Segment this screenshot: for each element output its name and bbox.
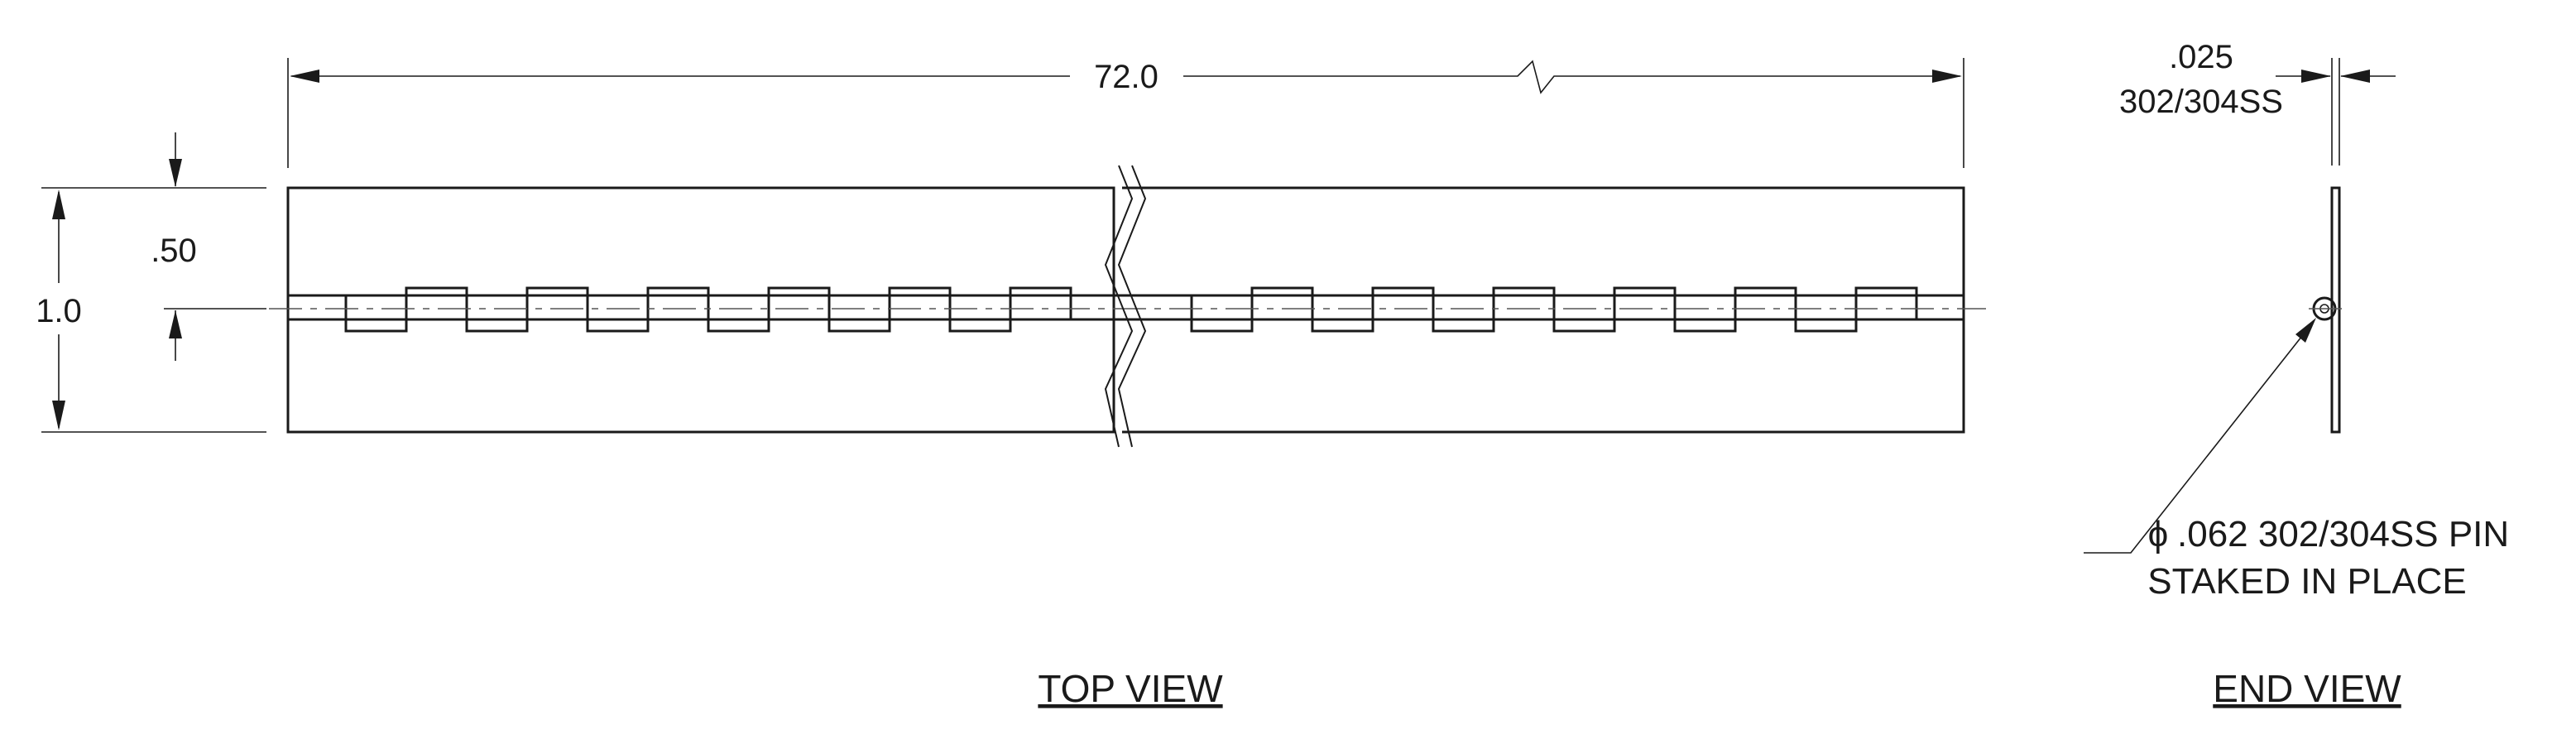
thickness-material-label: 302/304SS [2119, 84, 2283, 120]
width-dimension: 1.0 [36, 187, 266, 433]
hinge-leaf-right [1122, 186, 1965, 434]
knuckle-down [1794, 295, 1858, 333]
half-width-dimension-label: .50 [151, 233, 197, 269]
knuckle-up [1854, 286, 1918, 319]
end-view-caption: END VIEW [2213, 667, 2401, 710]
knuckle-down [1552, 295, 1616, 333]
knuckle-down [948, 295, 1012, 333]
end-view: .025 302/304SS ϕ .062 302/304SS PIN STAK… [2084, 39, 2509, 710]
thickness-dimension-label: .025 [2169, 39, 2233, 75]
knuckle-row [344, 286, 1918, 333]
knuckle-down [1432, 295, 1495, 333]
knuckle-down [465, 295, 529, 333]
knuckle-up [405, 286, 468, 319]
knuckle-down [1673, 295, 1737, 333]
knuckle-up [1250, 286, 1314, 319]
width-dimension-label: 1.0 [36, 293, 82, 329]
break-lines [1104, 165, 1147, 448]
pin-leader [2084, 318, 2316, 554]
pin-note-line2: STAKED IN PLACE [2147, 561, 2467, 602]
pin-note-symbol: ϕ [2148, 514, 2169, 554]
length-dimension: 72.0 [287, 58, 1964, 168]
knuckle-down [586, 295, 650, 333]
hinge-leaf-left [286, 186, 1115, 434]
half-width-dimension: .50 [151, 132, 266, 361]
knuckle-up [525, 286, 589, 319]
pin-note-line1: .062 302/304SS PIN [2177, 514, 2509, 554]
knuckle-up [646, 286, 710, 319]
knuckle-rails [288, 294, 1964, 321]
top-view-caption: TOP VIEW [1038, 667, 1223, 710]
length-dimension-label: 72.0 [1094, 59, 1158, 95]
knuckle-up [1371, 286, 1435, 319]
thickness-dimension: .025 302/304SS [2119, 39, 2396, 166]
knuckle-down [1190, 295, 1254, 333]
knuckle-up [1613, 286, 1677, 319]
knuckle-down [827, 295, 891, 333]
knuckle-up [888, 286, 952, 319]
knuckle-up [1492, 286, 1556, 319]
knuckle-up [767, 286, 831, 319]
knuckle-down [1311, 295, 1374, 333]
top-view: 72.0 1.0 .50 TOP VIEW [36, 58, 1986, 710]
knuckle-up [1009, 286, 1072, 319]
knuckle-down [707, 295, 770, 333]
knuckle-down [344, 295, 408, 333]
end-view-leaf [2330, 186, 2341, 434]
knuckle-up [1734, 286, 1797, 319]
